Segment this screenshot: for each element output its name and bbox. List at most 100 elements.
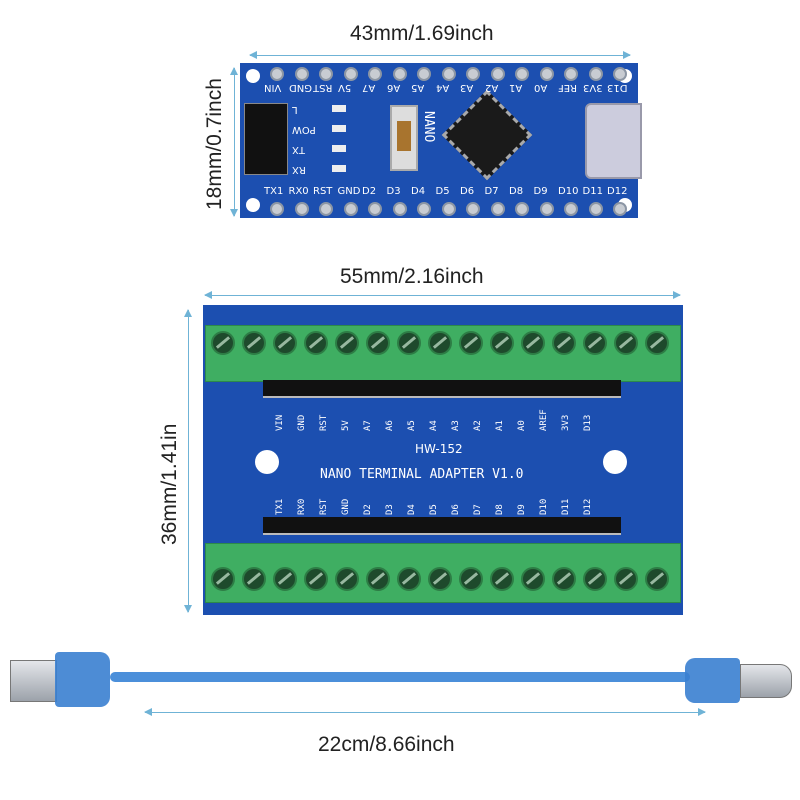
pin-pad [294, 67, 309, 81]
screw-terminal [428, 331, 452, 355]
pin-label: D9 [517, 504, 527, 515]
pin-label: D5 [435, 186, 450, 197]
adapter-height-label: 36mm/1.41in [158, 423, 181, 545]
screw-terminal [211, 331, 235, 355]
pin-pad [466, 67, 480, 81]
usb-a-housing [55, 652, 110, 707]
pin-pad [588, 202, 603, 216]
pin-label: REF [558, 82, 578, 93]
screw-terminal [552, 567, 576, 591]
screw-terminal [614, 331, 638, 355]
pin-pad [319, 202, 333, 216]
pin-label: D12 [607, 186, 628, 197]
pin-pad [588, 67, 603, 81]
led-label: L [292, 104, 298, 115]
pin-label: VIN [264, 82, 282, 93]
pin-label: A5 [407, 420, 417, 431]
pin-label: D7 [473, 504, 483, 515]
led-label: TX [292, 144, 305, 155]
pin-pad [613, 67, 627, 81]
pin-label: TX1 [275, 498, 285, 515]
pin-pad [392, 202, 407, 216]
pin-label: D6 [460, 186, 475, 197]
screw-terminal [614, 567, 638, 591]
pin-label: D2 [363, 504, 373, 515]
pin-pad [441, 67, 456, 81]
cable-length-label: 22cm/8.66inch [318, 733, 455, 756]
screw-terminal [304, 567, 328, 591]
usb-cable [0, 640, 800, 710]
pin-pad [294, 202, 309, 216]
screw-terminal [242, 567, 266, 591]
screw-terminal [273, 567, 297, 591]
pin-pad [466, 202, 480, 216]
usb-a-connector [10, 660, 57, 702]
pin-pad [564, 202, 578, 216]
pin-label: GND [297, 414, 307, 431]
cable-wire [110, 672, 690, 682]
led-label: POW [292, 124, 316, 135]
screw-terminal [366, 567, 390, 591]
pin-label: D4 [411, 186, 426, 197]
pin-label: A4 [429, 420, 439, 431]
pin-pad [392, 67, 407, 81]
pin-label: A2 [473, 420, 483, 431]
pin-pad [417, 202, 431, 216]
pin-label: 3V3 [561, 414, 571, 431]
screw-terminal [490, 567, 514, 591]
led-icon [332, 145, 346, 152]
usb-c-housing [685, 658, 740, 703]
pin-label: RST [319, 498, 329, 515]
pin-label: GND [341, 498, 351, 515]
pin-label: A7 [362, 82, 376, 93]
pin-pad [343, 202, 358, 216]
pin-label: D11 [561, 498, 571, 515]
pin-pad [490, 67, 505, 81]
adapter-title: NANO TERMINAL ADAPTER V1.0 [320, 467, 524, 482]
pin-label: D2 [362, 186, 377, 197]
pin-pad [441, 202, 456, 216]
adapter-width-label: 55mm/2.16inch [340, 265, 484, 288]
pin-label: D3 [386, 186, 401, 197]
reset-button[interactable] [390, 105, 418, 171]
pin-label: RST [313, 186, 333, 197]
pin-label: A2 [484, 82, 498, 93]
pin-label: A3 [451, 420, 461, 431]
usb-c-connector [740, 664, 792, 698]
pin-label: D8 [495, 504, 505, 515]
pin-label: RST [319, 414, 329, 431]
adapter-width-arrow [204, 291, 681, 299]
pin-label: A1 [495, 420, 505, 431]
pin-label: A0 [533, 82, 547, 93]
screw-terminal [335, 331, 359, 355]
nano-width-label: 43mm/1.69inch [350, 22, 494, 45]
pin-label: A5 [411, 82, 425, 93]
icsp-header [244, 103, 288, 175]
pin-label: A1 [509, 82, 523, 93]
bottom-pin-header [263, 517, 621, 535]
cable-length-arrow [144, 708, 706, 716]
pin-pad [417, 67, 431, 81]
pin-label: 3V3 [582, 82, 603, 93]
pin-label: D13 [607, 82, 628, 93]
nano-height-label: 18mm/0.7inch [203, 78, 226, 210]
pin-label: RST [313, 82, 333, 93]
screw-terminal [242, 331, 266, 355]
pin-pad [539, 67, 554, 81]
screw-terminal [583, 331, 607, 355]
nano-width-arrow [249, 51, 631, 59]
pin-label: A3 [460, 82, 474, 93]
screw-terminal [335, 567, 359, 591]
pin-label: D11 [582, 186, 603, 197]
screw-terminal [583, 567, 607, 591]
pin-pad [270, 202, 284, 216]
nano-height-arrow [230, 67, 238, 217]
screw-terminal [366, 331, 390, 355]
led-icon [332, 165, 346, 172]
screw-terminal [304, 331, 328, 355]
pin-pad [515, 67, 529, 81]
pin-label: D13 [583, 414, 593, 431]
pin-pad [539, 202, 554, 216]
